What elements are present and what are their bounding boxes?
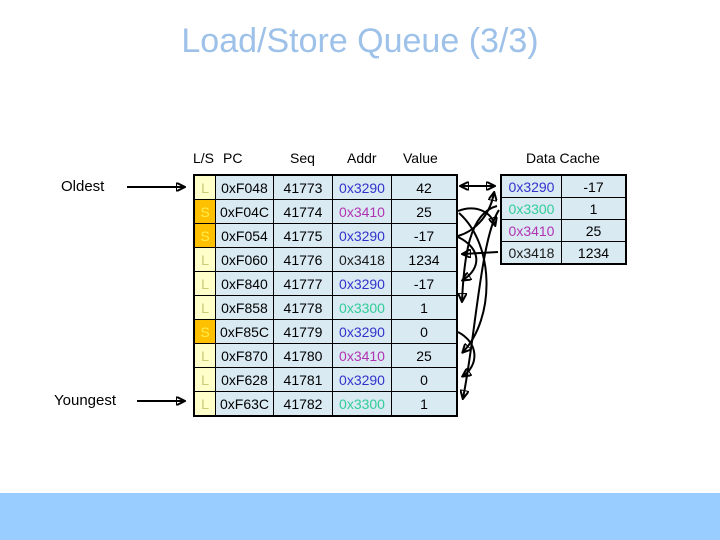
lsq-seq-cell: 41777 <box>273 271 333 296</box>
lsq-seq-cell: 41780 <box>273 343 333 368</box>
lsq-value-cell: -17 <box>391 223 458 248</box>
table-row: L 0xF048 41773 0x3290 42 <box>193 174 458 200</box>
lsq-ls-cell: L <box>193 295 216 320</box>
arrow-store3-to-cache3290 <box>457 193 494 237</box>
lsq-ls-cell: L <box>193 247 216 272</box>
lsq-value-cell: 1 <box>391 295 458 320</box>
lsq-addr-cell: 0x3410 <box>332 199 392 224</box>
lsq-seq-cell: 41773 <box>273 174 333 200</box>
lsq-seq-cell: 41782 <box>273 391 333 417</box>
lsq-value-cell: 0 <box>391 319 458 344</box>
table-row: S 0xF054 41775 0x3290 -17 <box>193 223 458 248</box>
lsq-ls-cell: S <box>193 199 216 224</box>
table-row: 0x3418 1234 <box>500 241 627 265</box>
table-row: 0x3410 25 <box>500 219 627 242</box>
lsq-addr-cell: 0x3290 <box>332 223 392 248</box>
table-row: 0x3300 1 <box>500 197 627 220</box>
cache-addr-cell: 0x3300 <box>500 197 562 220</box>
lsq-ls-cell: S <box>193 319 216 344</box>
table-row: L 0xF840 41777 0x3290 -17 <box>193 271 458 296</box>
lsq-addr-cell: 0x3300 <box>332 295 392 320</box>
oldest-label: Oldest <box>61 178 105 195</box>
arrow-forward-store2-to-load8 <box>458 212 488 352</box>
lsq-pc-cell: 0xF858 <box>215 295 274 320</box>
table-row: S 0xF04C 41774 0x3410 25 <box>193 199 458 224</box>
lsq-seq-cell: 41774 <box>273 199 333 224</box>
lsq-seq-cell: 41776 <box>273 247 333 272</box>
cache-value-cell: -17 <box>561 174 627 198</box>
lsq-addr-cell: 0x3290 <box>332 319 392 344</box>
lsq-value-cell: 0 <box>391 367 458 392</box>
lsq-table: L 0xF048 41773 0x3290 42 S 0xF04C 41774 … <box>193 174 458 417</box>
table-row: L 0xF858 41778 0x3300 1 <box>193 295 458 320</box>
arrow-store2-to-cache3410 <box>457 207 495 225</box>
lsq-pc-cell: 0xF870 <box>215 343 274 368</box>
lsq-ls-cell: L <box>193 174 216 200</box>
cache-addr-cell: 0x3410 <box>500 219 562 242</box>
cache-addr-cell: 0x3418 <box>500 241 562 265</box>
table-row: L 0xF060 41776 0x3418 1234 <box>193 247 458 272</box>
arrow-cache3418-to-load4 <box>463 252 499 254</box>
table-row: 0x3290 -17 <box>500 174 627 198</box>
lsq-pc-cell: 0xF840 <box>215 271 274 296</box>
lsq-pc-cell: 0xF85C <box>215 319 274 344</box>
table-row: S 0xF85C 41779 0x3290 0 <box>193 319 458 344</box>
arrow-cache3300-to-load6 <box>462 205 498 301</box>
data-cache-table: 0x3290 -17 0x3300 1 0x3410 25 0x3418 123… <box>500 174 627 265</box>
lsq-pc-cell: 0xF060 <box>215 247 274 272</box>
lsq-addr-cell: 0x3290 <box>332 271 392 296</box>
lsq-value-cell: 42 <box>391 174 458 200</box>
lsq-value-cell: 1 <box>391 391 458 417</box>
lsq-value-cell: 1234 <box>391 247 458 272</box>
table-row: L 0xF628 41781 0x3290 0 <box>193 367 458 392</box>
lsq-seq-cell: 41781 <box>273 367 333 392</box>
lsq-addr-cell: 0x3300 <box>332 391 392 417</box>
lsq-addr-cell: 0x3418 <box>332 247 392 272</box>
cache-value-cell: 25 <box>561 219 627 242</box>
bottom-accent-band <box>0 493 720 540</box>
lsq-pc-cell: 0xF63C <box>215 391 274 417</box>
lsq-addr-cell: 0x3410 <box>332 343 392 368</box>
cache-addr-cell: 0x3290 <box>500 174 562 198</box>
lsq-pc-cell: 0xF628 <box>215 367 274 392</box>
lsq-header-value: Value <box>403 150 438 166</box>
lsq-ls-cell: L <box>193 367 216 392</box>
cache-value-cell: 1 <box>561 197 627 220</box>
lsq-header-ls: L/S <box>193 150 215 166</box>
lsq-pc-cell: 0xF04C <box>215 199 274 224</box>
lsq-header-seq: Seq <box>290 150 315 166</box>
table-row: L 0xF63C 41782 0x3300 1 <box>193 391 458 417</box>
lsq-ls-cell: L <box>193 391 216 417</box>
lsq-header-addr: Addr <box>347 150 377 166</box>
lsq-seq-cell: 41778 <box>273 295 333 320</box>
arrow-cache3300-to-load10 <box>463 209 500 398</box>
lsq-value-cell: -17 <box>391 271 458 296</box>
lsq-seq-cell: 41775 <box>273 223 333 248</box>
arrow-forward-store7-to-load9 <box>457 331 476 376</box>
lsq-header-pc: PC <box>223 150 243 166</box>
lsq-pc-cell: 0xF048 <box>215 174 274 200</box>
lsq-addr-cell: 0x3290 <box>332 174 392 200</box>
page-title: Load/Store Queue (3/3) <box>181 22 539 60</box>
lsq-addr-cell: 0x3290 <box>332 367 392 392</box>
data-cache-title: Data Cache <box>526 150 600 166</box>
lsq-value-cell: 25 <box>391 343 458 368</box>
table-row: L 0xF870 41780 0x3410 25 <box>193 343 458 368</box>
lsq-value-cell: 25 <box>391 199 458 224</box>
lsq-pc-cell: 0xF054 <box>215 223 274 248</box>
cache-value-cell: 1234 <box>561 241 627 265</box>
lsq-ls-cell: S <box>193 223 216 248</box>
youngest-label: Youngest <box>54 392 117 409</box>
lsq-ls-cell: L <box>193 271 216 296</box>
lsq-seq-cell: 41779 <box>273 319 333 344</box>
lsq-ls-cell: L <box>193 343 216 368</box>
arrow-forward-store3-to-load5 <box>457 236 478 280</box>
